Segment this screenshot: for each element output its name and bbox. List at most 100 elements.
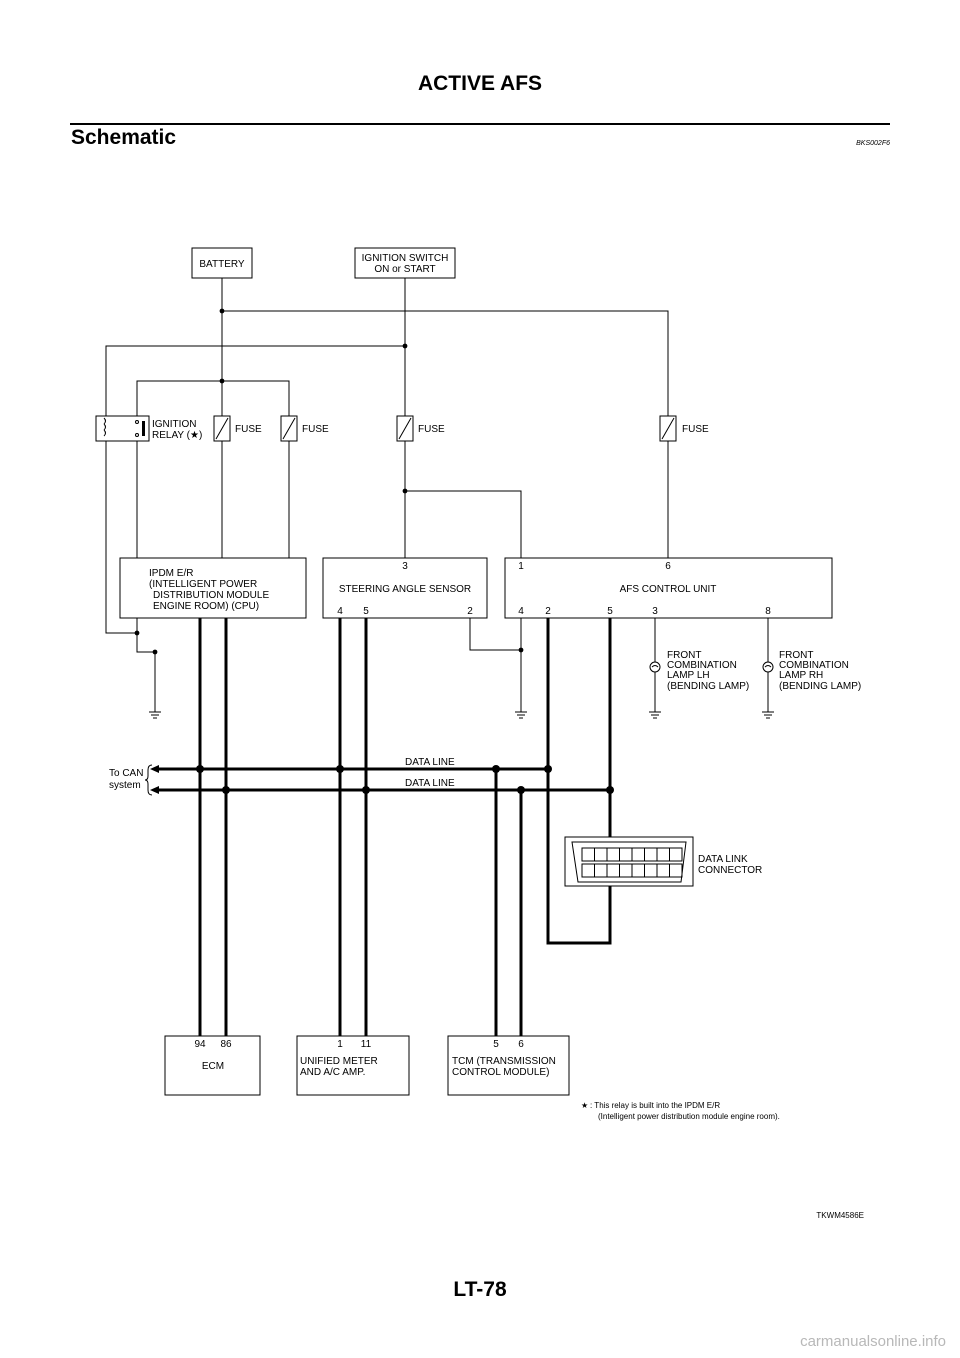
ipdm-label-1: IPDM E/R <box>149 568 193 579</box>
afs-control-unit-label: AFS CONTROL UNIT <box>620 584 717 595</box>
note-star-icon: ★ <box>581 1101 588 1110</box>
ipdm-label-2: (INTELLIGENT POWER <box>149 579 257 590</box>
junction-dot <box>517 786 525 794</box>
ignition-switch-label-2: ON or START <box>374 264 435 275</box>
ignition-relay-symbol <box>95 415 150 442</box>
battery-to-afs-wire <box>222 310 669 558</box>
lamp-lh-filament <box>651 665 659 668</box>
fuse-3 <box>396 415 414 442</box>
fuse-1-label: FUSE <box>235 424 262 435</box>
junction-dot <box>336 765 344 773</box>
relay-contact <box>135 433 139 437</box>
pin-label: 5 <box>607 606 613 617</box>
relay-label-1: IGNITION <box>152 419 196 430</box>
junction-dot <box>402 343 408 349</box>
relay-contact <box>135 420 139 424</box>
junction-dot <box>544 765 552 773</box>
note-line-1: : This relay is built into the IPDM E/R <box>590 1101 720 1110</box>
relay-label-2: RELAY (★) <box>152 430 202 441</box>
lamp-lh-label-4: (BENDING LAMP) <box>667 681 749 692</box>
ecm-box <box>164 1035 261 1096</box>
pin-label: 86 <box>220 1039 232 1050</box>
note-line-2: (Intelligent power distribution module e… <box>598 1112 780 1121</box>
can-brace <box>144 764 153 796</box>
junction-dot <box>152 649 158 655</box>
tcm-box <box>447 1035 570 1096</box>
header-rule <box>70 123 890 125</box>
dlc-pin-cell <box>669 847 683 862</box>
fuse-2-label: FUSE <box>302 424 329 435</box>
afs-can-h-wire <box>546 618 612 945</box>
unified-meter-box <box>296 1035 410 1096</box>
fuse-1 <box>213 415 231 442</box>
fuse-4-label: FUSE <box>682 424 709 435</box>
ipdm-ground-wire <box>136 618 156 712</box>
junction-dot <box>518 647 524 653</box>
pin-label: 6 <box>518 1039 524 1050</box>
pin-label: 3 <box>402 561 408 572</box>
junction-dot <box>362 786 370 794</box>
ipdm-box <box>119 557 307 619</box>
lamp-rh-filament <box>764 665 772 668</box>
junction-dot <box>492 765 500 773</box>
figure-code: TKWM4586E <box>816 1211 864 1220</box>
lamp-rh-label-2: COMBINATION <box>779 660 849 671</box>
battery-box <box>191 247 253 279</box>
pin-label: 5 <box>363 606 369 617</box>
afs-control-unit-box <box>504 557 833 619</box>
data-link-connector-label-2: CONNECTOR <box>698 865 762 876</box>
junction-dot <box>134 630 140 636</box>
ground-icon <box>649 711 661 719</box>
data-line-label-l: DATA LINE <box>405 778 455 789</box>
junction-dot <box>219 378 225 384</box>
junction-dot <box>196 765 204 773</box>
ignition-to-afs-wire <box>405 490 522 558</box>
steering-angle-sensor-box <box>322 557 488 619</box>
relay-bus-wire <box>136 380 290 558</box>
lamp-rh-label-1: FRONT <box>779 650 813 661</box>
pin-label: 1 <box>518 561 524 572</box>
lamp-lh-label-2: COMBINATION <box>667 660 737 671</box>
battery-label: BATTERY <box>199 259 245 270</box>
arrow-left-icon <box>150 765 159 773</box>
tcm-label-2: CONTROL MODULE) <box>452 1067 549 1078</box>
section-code: BKS002F6 <box>856 140 890 147</box>
pin-label: 1 <box>337 1039 343 1050</box>
lamp-lh-label-1: FRONT <box>667 650 701 661</box>
page-header-title: ACTIVE AFS <box>417 72 543 95</box>
steering-angle-sensor-label: STEERING ANGLE SENSOR <box>339 584 471 595</box>
lamp-lh-icon <box>649 661 661 673</box>
tcm-label-1: TCM (TRANSMISSION <box>452 1056 556 1067</box>
ipdm-label-3: DISTRIBUTION MODULE <box>153 590 269 601</box>
pin-label: 3 <box>652 606 658 617</box>
ignition-to-relay-wire <box>105 345 405 634</box>
watermark: carmanualsonline.info <box>800 1333 946 1350</box>
pin-label: 5 <box>493 1039 499 1050</box>
ipdm-label-4: ENGINE ROOM) (CPU) <box>153 601 259 612</box>
ecm-label: ECM <box>202 1061 224 1072</box>
junction-dot <box>402 488 408 494</box>
ignition-switch-label-1: IGNITION SWITCH <box>362 253 449 264</box>
dlc-pin-cell <box>669 863 683 878</box>
section-title: Schematic <box>71 126 177 149</box>
pin-label: 4 <box>518 606 524 617</box>
relay-armature <box>142 421 145 436</box>
unified-meter-label-1: UNIFIED METER <box>300 1056 378 1067</box>
pin-label: 11 <box>361 1039 372 1050</box>
ground-icon <box>762 711 774 719</box>
fuse-2 <box>280 415 298 442</box>
fuse-3-label: FUSE <box>418 424 445 435</box>
relay-coil <box>103 417 106 437</box>
fuse-4 <box>659 415 677 442</box>
pin-label: 94 <box>194 1039 206 1050</box>
arrow-left-icon <box>150 786 159 794</box>
can-label-1: To CAN <box>109 768 143 779</box>
lamp-rh-label-4: (BENDING LAMP) <box>779 681 861 692</box>
ground-icon <box>515 711 527 719</box>
data-line-label-h: DATA LINE <box>405 757 455 768</box>
lamp-rh-label-3: LAMP RH <box>779 670 823 681</box>
pin-label: 6 <box>665 561 671 572</box>
sensor-ground-wire <box>469 618 521 651</box>
data-link-connector-label-1: DATA LINK <box>698 854 748 865</box>
